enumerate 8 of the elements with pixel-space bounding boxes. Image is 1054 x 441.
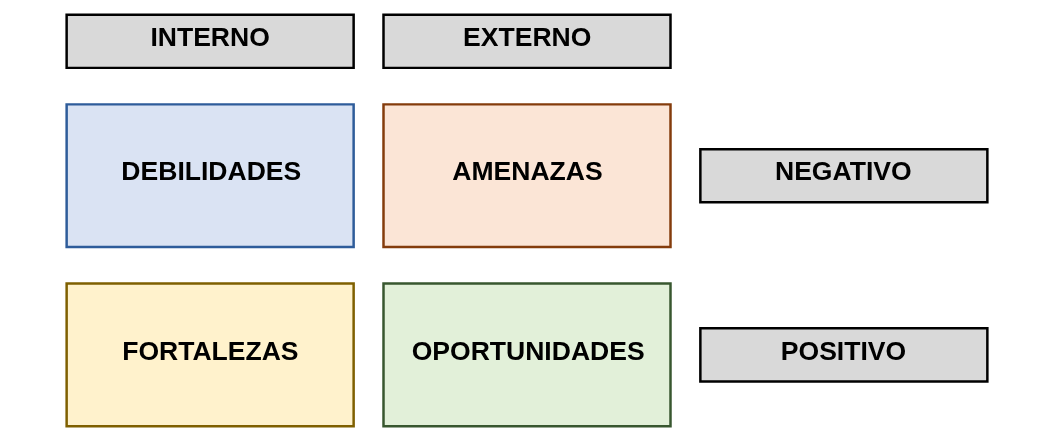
node-box: EXTERNO [382,13,672,70]
node-box: OPORTUNIDADES [382,282,672,428]
node-box: INTERNO [65,13,355,70]
node-box: DEBILIDADES [65,103,355,249]
node-box: AMENAZAS [382,103,672,249]
node-box: POSITIVO [699,327,989,383]
node-box: FORTALEZAS [65,282,355,428]
node-box: NEGATIVO [699,147,989,204]
